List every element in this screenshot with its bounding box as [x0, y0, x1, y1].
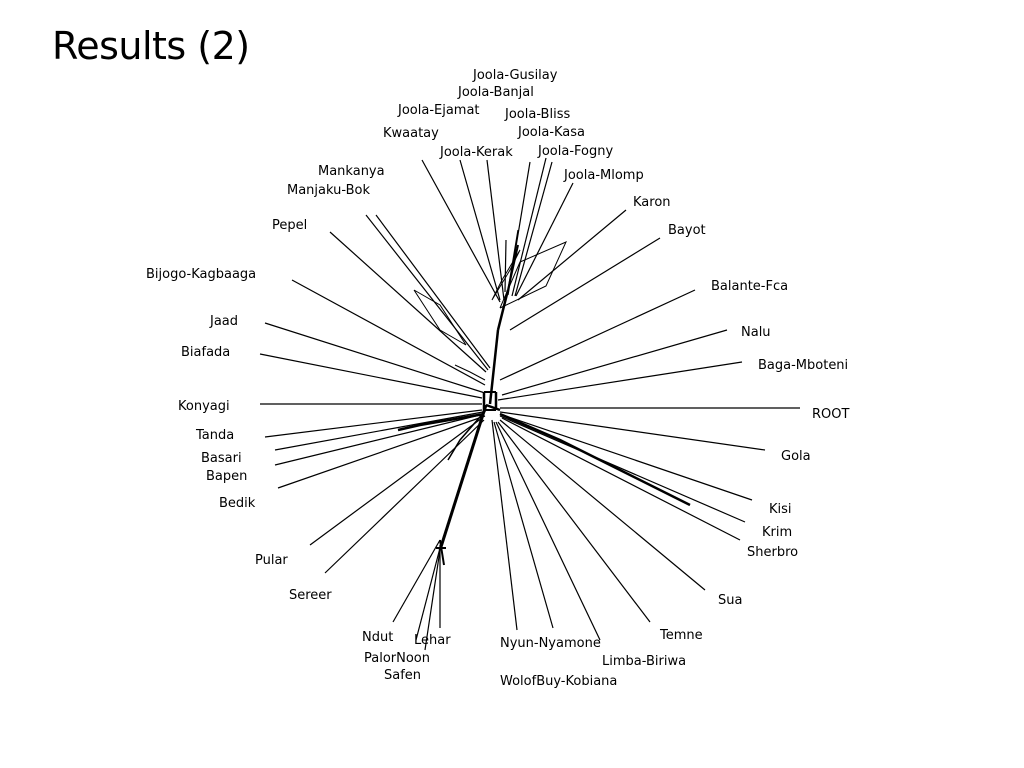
label-konyagi: Konyagi — [178, 399, 230, 414]
trunk-core — [485, 403, 501, 412]
edge-joola-fogny — [514, 161, 553, 297]
edge-joola-ejamat — [459, 159, 501, 301]
label-joola-gusilay: Joola-Gusilay — [472, 68, 558, 83]
label-joola-fogny: Joola-Fogny — [537, 144, 613, 159]
split-senegal — [447, 409, 487, 461]
label-kwaatay: Kwaatay — [383, 126, 439, 141]
label-safen: Safen — [384, 668, 421, 683]
edge-limba-biriwa — [495, 421, 601, 641]
edge-manjaku-bok — [375, 214, 491, 369]
edge-mankanya — [365, 214, 489, 371]
split-joola-b — [499, 241, 567, 309]
split-tanda-bundle — [397, 412, 485, 432]
label-bedik: Bedik — [219, 496, 256, 511]
edge-balante-fca — [499, 289, 696, 381]
edge-nalu — [501, 329, 728, 396]
label-temne: Temne — [659, 628, 703, 643]
edge-pular — [309, 417, 483, 546]
edge-bapen — [274, 413, 485, 466]
label-biafada: Biafada — [181, 345, 230, 360]
label-joola-mlomp: Joola-Mlomp — [563, 168, 644, 183]
label-krim: Krim — [762, 525, 792, 540]
label-sherbro: Sherbro — [747, 545, 798, 560]
edge-joola-banjal — [504, 239, 507, 293]
edge-wolofbuy-kobiana — [493, 421, 554, 629]
label-tanda: Tanda — [195, 428, 234, 443]
edge-sua — [499, 419, 706, 591]
edge-joola-kerak — [486, 159, 505, 301]
label-baga-mboteni: Baga-Mboteni — [758, 358, 848, 373]
label-jaad: Jaad — [209, 314, 238, 329]
edge-baga-mboteni — [497, 361, 743, 401]
edge-bayot — [509, 237, 661, 331]
edge-kwaatay — [421, 159, 501, 303]
edge-palornoon — [415, 547, 441, 641]
edge-tanda — [264, 409, 483, 438]
edge-joola-mlomp — [515, 182, 574, 297]
label-wolofbuy-kobiana: WolofBuy-Kobiana — [500, 674, 617, 689]
edge-sherbro — [501, 417, 741, 541]
edge-krim — [499, 415, 746, 523]
edge-karon — [517, 209, 627, 301]
label-karon: Karon — [633, 195, 671, 210]
edge-temne — [497, 421, 651, 623]
edge-basari — [274, 411, 484, 451]
label-lehar: Lehar — [414, 633, 451, 648]
edge-joola-kasa — [511, 157, 547, 297]
slide-title: Results (2) — [52, 24, 250, 68]
label-pular: Pular — [255, 553, 288, 568]
label-palornoon: PalorNoon — [364, 651, 430, 666]
edge-jaad — [264, 322, 486, 394]
label-bayot: Bayot — [668, 223, 706, 238]
label-joola-banjal: Joola-Banjal — [457, 85, 534, 100]
edge-bedik — [277, 415, 486, 489]
label-ndut: Ndut — [362, 630, 393, 645]
label-gola: Gola — [781, 449, 811, 464]
label-joola-kerak: Joola-Kerak — [439, 145, 513, 160]
trunk-senegal-knot — [439, 539, 445, 566]
edge-ndut — [392, 539, 441, 623]
edge-kisi — [499, 413, 753, 501]
label-balante-fca: Balante-Fca — [711, 279, 788, 294]
edge-gola — [499, 411, 766, 451]
label-joola-kasa: Joola-Kasa — [517, 125, 585, 140]
network-edges — [259, 157, 800, 651]
edge-nyun-nyamone — [491, 419, 518, 631]
label-sua: Sua — [718, 593, 742, 608]
label-limba-biriwa: Limba-Biriwa — [602, 654, 686, 669]
edge-safen — [424, 549, 441, 651]
label-joola-ejamat: Joola-Ejamat — [397, 103, 480, 118]
split-pepel — [454, 364, 486, 381]
label-bijogo-kagbaaga: Bijogo-Kagbaaga — [146, 267, 256, 282]
edge-bijogo-kagbaaga — [291, 279, 486, 386]
label-mankanya: Mankanya — [318, 164, 385, 179]
label-sereer: Sereer — [289, 588, 332, 603]
split-manjaku — [413, 289, 467, 346]
label-root: ROOT — [812, 407, 849, 422]
label-nalu: Nalu — [741, 325, 771, 340]
trunk-joola — [496, 289, 510, 331]
trunk-south — [438, 404, 488, 551]
edge-pepel — [329, 231, 487, 373]
label-pepel: Pepel — [272, 218, 307, 233]
label-basari: Basari — [201, 451, 242, 466]
edge-sereer — [324, 419, 485, 574]
edge-biafada — [259, 353, 483, 399]
label-bapen: Bapen — [206, 469, 247, 484]
label-kisi: Kisi — [769, 502, 792, 517]
label-joola-bliss: Joola-Bliss — [504, 107, 570, 122]
split-joola-a — [491, 249, 521, 301]
label-manjaku-bok: Manjaku-Bok — [287, 183, 370, 198]
split-mel-bundle — [499, 412, 691, 507]
label-nyun-nyamone: Nyun-Nyamone — [500, 636, 601, 651]
trunk-joola-upper — [507, 244, 519, 291]
